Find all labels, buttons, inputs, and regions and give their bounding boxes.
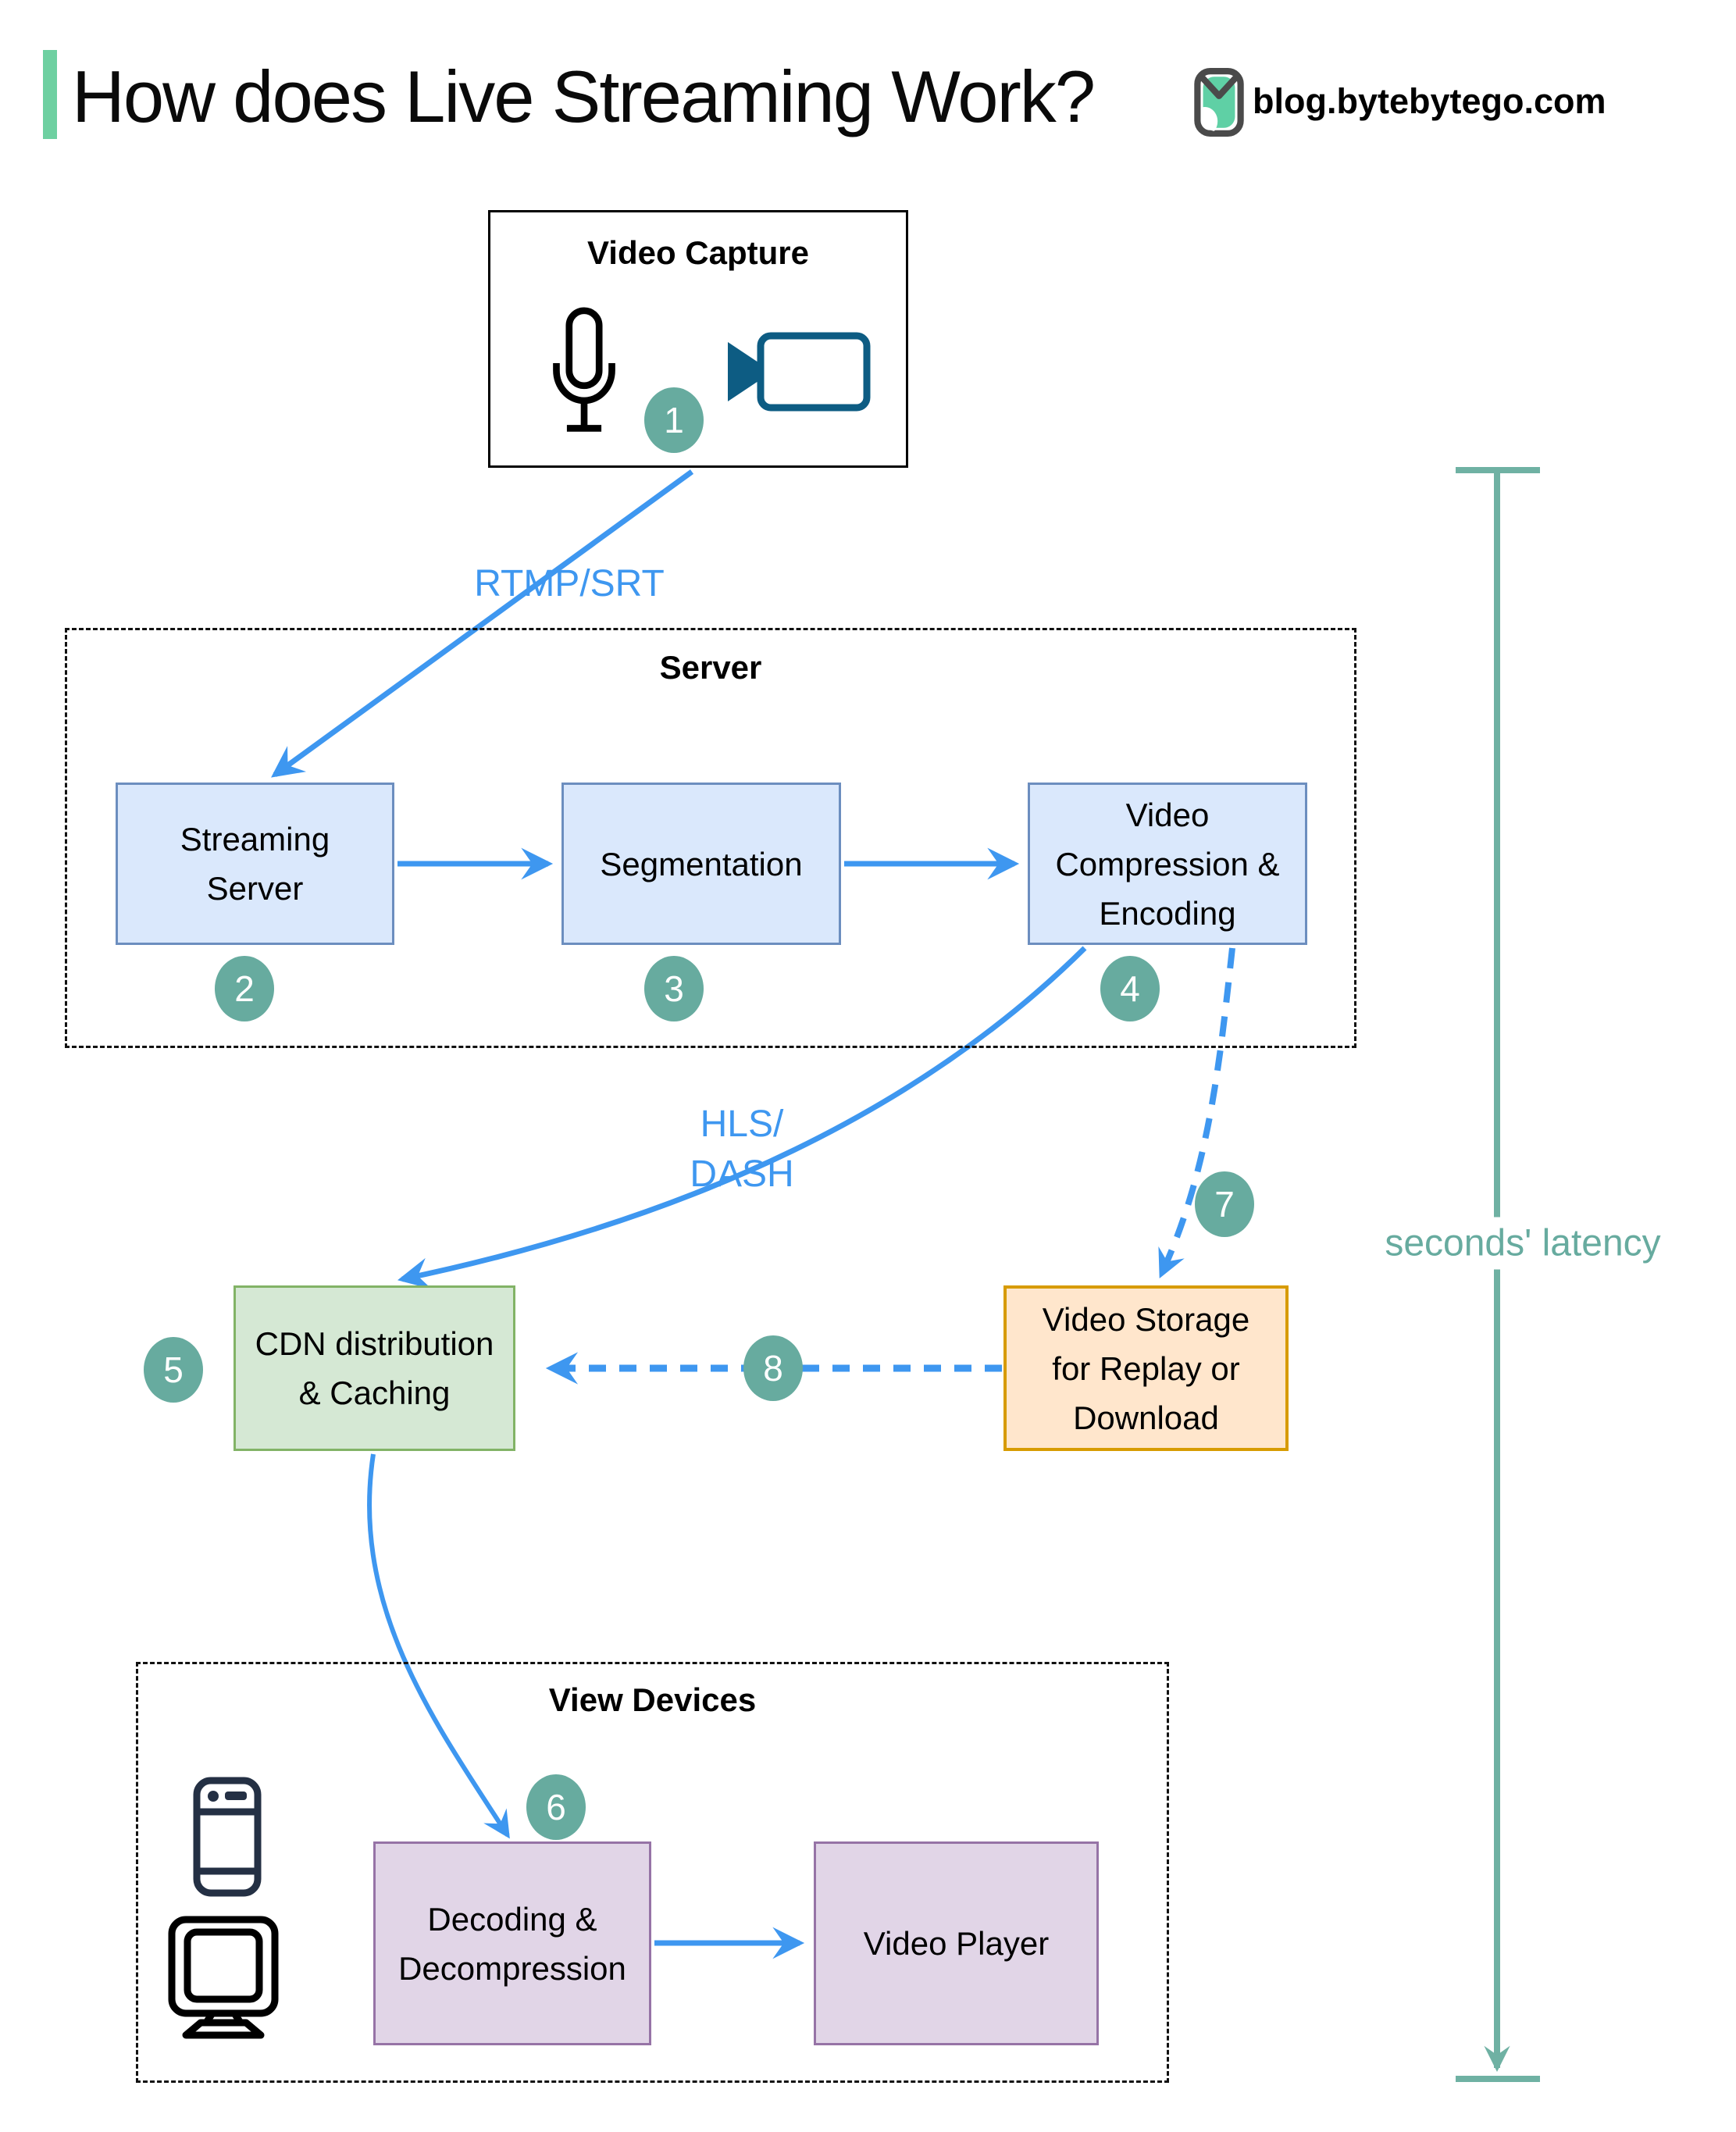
node-video-compression-line2: Compression & [1055,845,1280,882]
node-video-storage: Video Storage for Replay or Download [1003,1285,1289,1451]
page-title: How does Live Streaming Work? [72,55,1096,137]
video-camera-icon [728,332,871,412]
step-8-badge: 8 [743,1335,803,1401]
title-accent-bar [43,50,57,139]
node-video-player-label: Video Player [863,1925,1050,1962]
node-decoding-line2: Decompression [398,1949,626,1987]
smartphone-icon [193,1777,262,1897]
node-segmentation-label: Segmentation [600,845,803,882]
group-server: Server [65,628,1356,1048]
node-cdn-line2: & Caching [298,1374,451,1411]
bytebytego-logo-icon [1194,68,1244,137]
node-video-compression: Video Compression & Encoding [1028,783,1307,945]
edge-label-hls-line1: HLS/ [700,1103,784,1145]
node-decoding: Decoding & Decompression [373,1841,651,2045]
group-server-label: Server [659,649,762,686]
node-video-compression-line1: Video [1125,796,1210,833]
latency-label: seconds' latency [1374,1217,1672,1270]
edge-hls-curve [397,946,1087,1289]
edge-label-hls: HLS/ DASH [586,1100,898,1200]
node-video-storage-line2: for Replay or [1052,1349,1240,1387]
step-4-badge: 4 [1100,956,1160,1021]
node-cdn: CDN distribution & Caching [233,1285,515,1451]
node-segmentation: Segmentation [561,783,841,945]
node-video-capture-label: Video Capture [587,234,809,271]
step-6-badge: 6 [526,1774,586,1840]
node-streaming-server-line2: Server [206,870,304,907]
edge-label-hls-line2: DASH [690,1153,794,1195]
latency-range-line [1456,467,1540,2082]
node-video-storage-line1: Video Storage [1042,1300,1250,1338]
node-decoding-line1: Decoding & [427,1900,597,1938]
step-7-badge: 7 [1195,1171,1254,1237]
node-video-player: Video Player [814,1841,1099,2045]
edge-cdn-to-decoding [367,1453,510,1839]
step-5-badge: 5 [144,1337,203,1403]
site-url: blog.bytebytego.com [1253,81,1606,121]
group-view-devices: View Devices [136,1662,1169,2083]
node-video-storage-line3: Download [1073,1399,1219,1436]
edge-rtmp-arrow [271,469,694,778]
step-3-badge: 3 [644,956,704,1021]
step-2-badge: 2 [215,956,274,1021]
group-view-devices-label: View Devices [548,1681,757,1718]
microphone-icon [553,307,615,432]
step-1-badge: 1 [644,387,704,453]
node-streaming-server: Streaming Server [116,783,394,945]
node-cdn-line1: CDN distribution [255,1325,494,1362]
node-streaming-server-line1: Streaming [180,821,330,857]
node-video-compression-line3: Encoding [1099,894,1236,932]
edge-compression-to-storage-dashed [1158,947,1235,1278]
monitor-icon [168,1916,279,2039]
edge-label-rtmp: RTMP/SRT [474,563,665,604]
